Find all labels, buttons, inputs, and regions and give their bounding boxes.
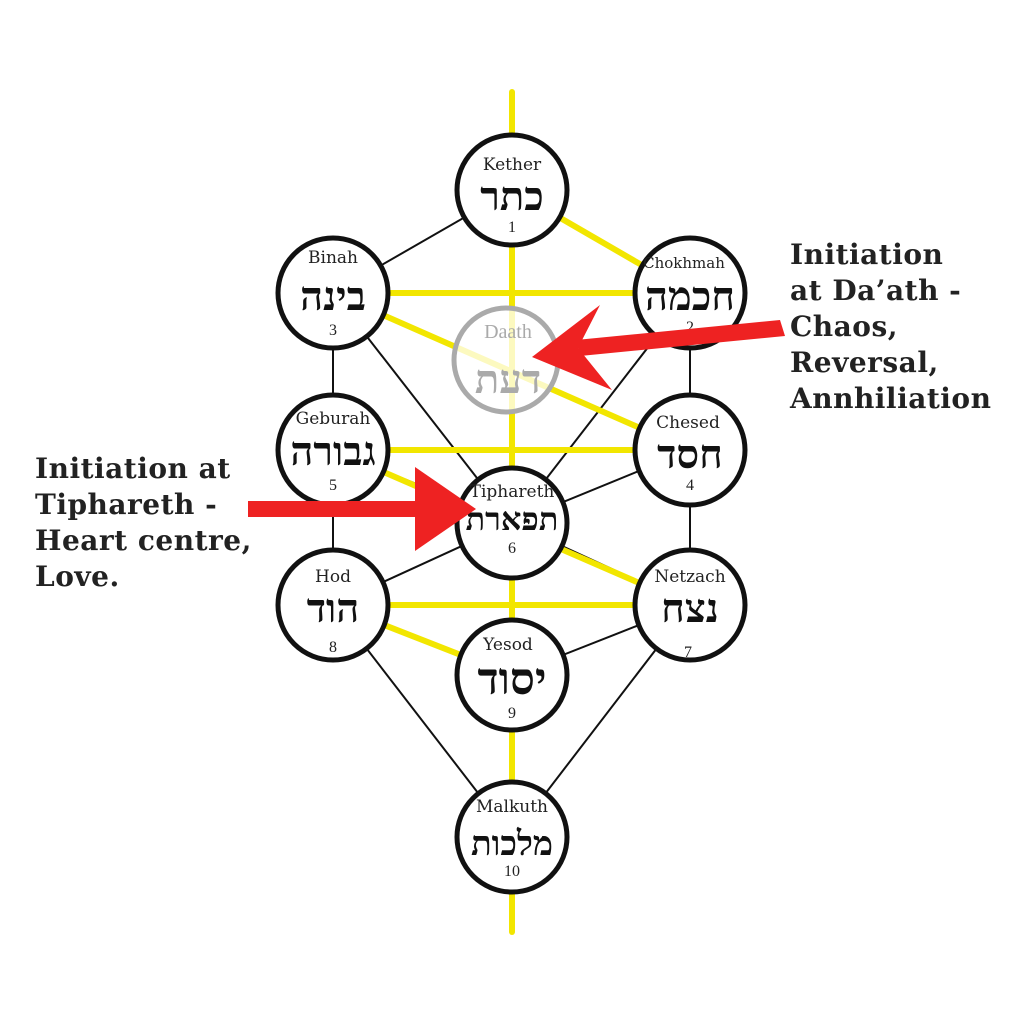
- sephirah-tiphareth: Tiphareth תפארת 6: [454, 465, 570, 581]
- sephirah-hebrew: יסוד: [478, 654, 547, 705]
- sephirah-geburah: Geburah גבורה 5: [275, 392, 391, 508]
- tiphareth-arrow: [248, 467, 476, 551]
- sephirah-hebrew: חסד: [657, 431, 723, 478]
- sephirah-hebrew: כתר: [480, 173, 544, 220]
- sephirah-number: 3: [329, 322, 337, 339]
- sephirah-number: 6: [508, 540, 516, 557]
- daath-annotation: Initiation at Da’ath - Chaos, Reversal, …: [789, 238, 991, 415]
- sephirah-hebrew: תפארת: [466, 500, 559, 538]
- sephirah-hebrew: בינה: [300, 273, 366, 320]
- sephirah-netzach: Netzach נצח 7: [632, 547, 748, 663]
- sephirah-name: Chokhmah: [643, 254, 725, 272]
- sephirah-chesed: Chesed חסד 4: [632, 392, 748, 508]
- annotation-line: Tiphareth -: [35, 488, 217, 521]
- sephirah-name: Chesed: [656, 413, 720, 433]
- sephirah-number: 1: [508, 219, 516, 236]
- sephirah-hebrew: נצח: [661, 585, 719, 632]
- sephirah-hod: Hod הוד 8: [275, 547, 391, 663]
- sephirah-kether: Kether כתר 1: [454, 132, 570, 248]
- sephirah-hebrew: מלכות: [471, 824, 553, 864]
- sephirah-number: 10: [504, 863, 520, 880]
- sephirah-name: Kether: [483, 155, 542, 175]
- sephirah-number: 9: [508, 705, 516, 722]
- tiphareth-annotation: Initiation at Tiphareth - Heart centre, …: [35, 452, 252, 593]
- sephirah-name: Tiphareth: [470, 482, 555, 502]
- sephirah-hebrew: חכמה: [645, 273, 735, 320]
- annotation-line: Heart centre,: [35, 524, 252, 557]
- daath-name: Daath: [484, 321, 532, 343]
- sephirah-number: 7: [684, 644, 692, 661]
- daath-arrow: [532, 305, 785, 390]
- sephirah-chokhmah: Chokhmah חכמה 2: [632, 235, 748, 351]
- daath-hebrew: דעת: [475, 356, 541, 403]
- sephirah-name: Netzach: [654, 567, 725, 587]
- sephirah-name: Yesod: [482, 635, 533, 655]
- sephirah-yesod: Yesod יסוד 9: [454, 617, 570, 733]
- sephirah-name: Malkuth: [476, 797, 548, 817]
- annotation-line: at Da’ath -: [790, 274, 961, 307]
- sephirah-name: Hod: [315, 567, 351, 587]
- sephirah-number: 5: [329, 477, 337, 494]
- annotation-line: Initiation at: [35, 452, 231, 485]
- sephirah-number: 4: [686, 477, 694, 494]
- sephirah-malkuth: Malkuth מלכות 10: [454, 779, 570, 895]
- sephirah-binah: Binah בינה 3: [275, 235, 391, 351]
- sephirah-name: Geburah: [296, 409, 371, 429]
- annotation-line: Chaos,: [790, 310, 898, 343]
- annotation-line: Love.: [35, 560, 120, 593]
- sephirah-hebrew: גבורה: [290, 428, 375, 475]
- sephirah-number: 8: [329, 639, 337, 656]
- sephirah-number: 2: [686, 319, 694, 336]
- annotation-line: Reversal,: [790, 346, 939, 379]
- sephirah-name: Binah: [308, 248, 358, 268]
- annotation-line: Annhiliation: [789, 382, 991, 415]
- annotation-line: Initiation: [790, 238, 943, 271]
- sephirah-hebrew: הוד: [307, 585, 359, 632]
